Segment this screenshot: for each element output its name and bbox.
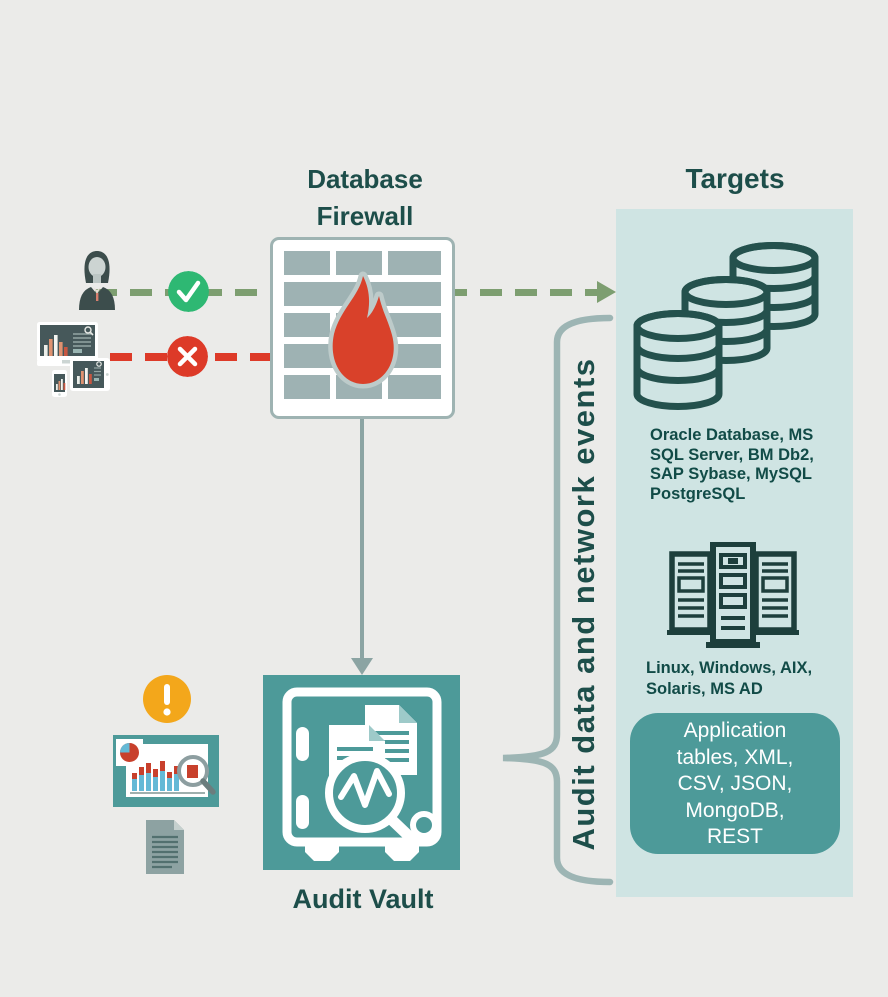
targets-title: Targets bbox=[685, 163, 785, 194]
database-stack-icon bbox=[633, 242, 819, 410]
databases-label: Oracle Database, MS SQL Server, BM Db2, … bbox=[650, 426, 814, 503]
curly-brace bbox=[502, 314, 614, 886]
platforms-label: Linux, Windows, AIX, Solaris, MS AD bbox=[646, 659, 813, 698]
cross-icon bbox=[167, 336, 208, 377]
check-icon bbox=[168, 271, 209, 312]
firewall-flame-icon bbox=[270, 237, 455, 419]
document-icon bbox=[146, 820, 184, 874]
report-chart-icon bbox=[113, 735, 219, 807]
safe-vault-icon bbox=[263, 675, 460, 870]
audit-data-label: Audit data and network events bbox=[566, 357, 601, 851]
down-arrowhead-icon bbox=[351, 658, 373, 675]
allowed-traffic-arrowhead-icon bbox=[597, 281, 616, 303]
devices-dashboard-icon bbox=[37, 322, 110, 397]
firewall-to-vault-connector bbox=[360, 419, 364, 659]
application-sources-box: Application tables, XML, CSV, JSON, Mong… bbox=[630, 713, 840, 854]
database-firewall-title: Database Firewall bbox=[307, 164, 423, 231]
user-icon bbox=[79, 251, 115, 310]
server-rack-icon bbox=[667, 542, 799, 648]
application-sources-label: Application tables, XML, CSV, JSON, Mong… bbox=[676, 719, 794, 848]
audit-vault-title: Audit Vault bbox=[292, 884, 434, 914]
exclamation-icon bbox=[143, 675, 191, 723]
